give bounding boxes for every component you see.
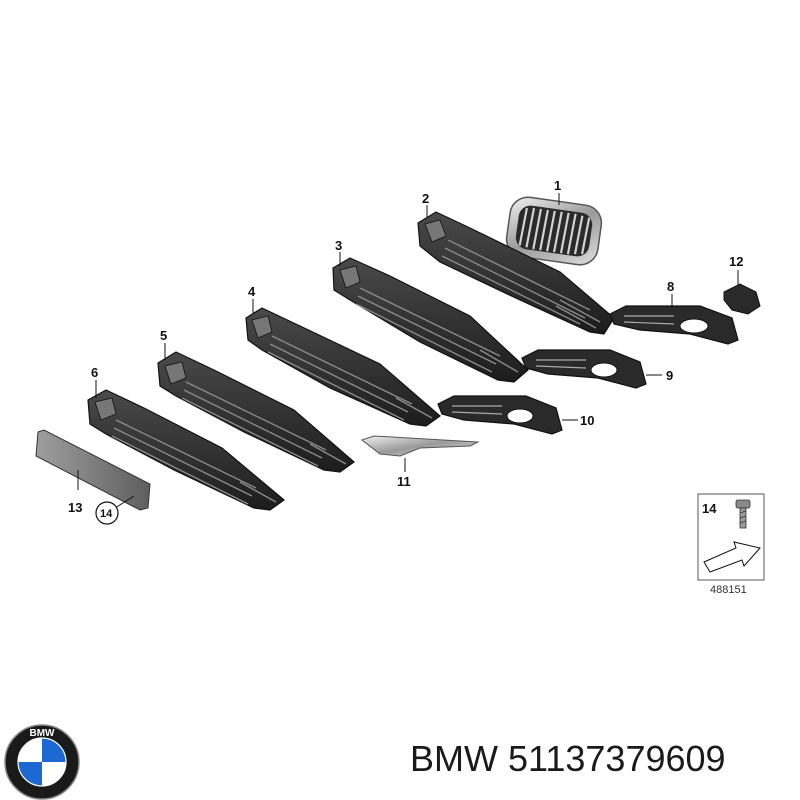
part-10-fog-light-trim xyxy=(437,395,563,435)
direction-arrow-icon xyxy=(703,541,761,573)
legend-number: 14 xyxy=(702,501,717,516)
callout-2: 2 xyxy=(422,191,429,206)
callout-14-circle xyxy=(95,501,119,525)
callout-5: 5 xyxy=(160,328,167,343)
screw-icon xyxy=(735,499,751,529)
part-caption: BMW 51137379609 xyxy=(410,738,726,780)
part-11-chrome-strip xyxy=(360,435,480,457)
callout-12: 12 xyxy=(729,254,743,269)
part-1-kidney-grille xyxy=(505,196,603,266)
callout-10: 10 xyxy=(580,413,594,428)
callout-1: 1 xyxy=(554,178,561,193)
reference-number: 488151 xyxy=(710,584,747,596)
callout-14-circled: 14 xyxy=(100,508,113,520)
part-number: 51137379609 xyxy=(508,738,726,779)
callout-3: 3 xyxy=(335,238,342,253)
callout-labels: 1 2 3 4 5 6 8 9 10 11 12 13 14 xyxy=(68,178,743,525)
part-9-fog-light-trim xyxy=(521,349,647,389)
fastener-legend: 14 488151 xyxy=(697,493,765,596)
part-12-bracket xyxy=(723,283,761,315)
callout-6: 6 xyxy=(91,365,98,380)
callout-4: 4 xyxy=(248,284,256,299)
part-4-grille-panel xyxy=(245,307,441,427)
logo-wordmark: BMW xyxy=(30,728,56,739)
callout-9: 9 xyxy=(666,368,673,383)
part-8-fog-light-trim xyxy=(609,305,739,345)
leader-lines xyxy=(77,193,739,509)
callout-8: 8 xyxy=(667,279,674,294)
part-3-grille-panel xyxy=(332,257,529,383)
exploded-parts-diagram: 1 2 3 4 5 6 8 9 10 11 12 13 14 14 488151 xyxy=(35,178,765,596)
callout-11: 11 xyxy=(397,474,411,489)
part-2-grille-panel xyxy=(417,211,615,335)
brand-name: BMW xyxy=(410,738,498,779)
part-13-license-plate-bracket xyxy=(35,429,151,511)
part-5-grille-panel xyxy=(157,351,355,473)
part-6-grille-panel xyxy=(87,389,285,511)
callout-13: 13 xyxy=(68,500,82,515)
bmw-logo: BMW xyxy=(4,724,80,800)
